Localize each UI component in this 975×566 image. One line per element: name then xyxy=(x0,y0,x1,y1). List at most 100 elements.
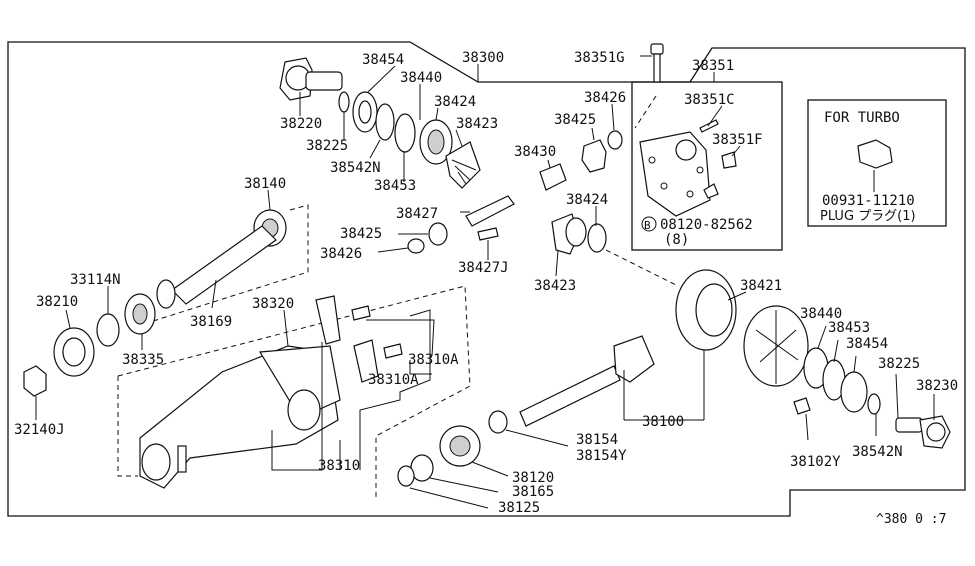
turbo-box xyxy=(807,99,947,227)
diagram-reference: ^380 0 :7 xyxy=(876,512,946,527)
label-38320: 38320 xyxy=(252,296,294,312)
group-dash-case xyxy=(117,285,471,498)
label-38140: 38140 xyxy=(244,176,286,192)
label-38100: 38100 xyxy=(642,414,684,430)
label-38125: 38125 xyxy=(498,500,540,516)
label-38427J: 38427J xyxy=(458,260,509,276)
bolt-38351G-drawing xyxy=(650,43,664,55)
shim-38453-drawing xyxy=(394,113,416,153)
label-38423-top: 38423 xyxy=(456,116,498,132)
bolt-38310A-1-drawing xyxy=(351,305,371,321)
label-38542N-top: 38542N xyxy=(330,160,381,176)
pinion-38425-top-drawing xyxy=(581,139,607,173)
washer-38125-drawing xyxy=(397,465,415,487)
carrier-case-drawing xyxy=(139,345,341,489)
seal-ring-drawing xyxy=(338,91,350,113)
ring-gear-38421-drawing xyxy=(675,269,737,351)
pinion-38425-mid-drawing xyxy=(428,222,448,246)
label-38310A-1: 38310A xyxy=(408,352,459,368)
washer-38440-drawing xyxy=(375,103,395,141)
label-38351: 38351 xyxy=(692,58,734,74)
seal-38542N-right-drawing xyxy=(867,393,881,415)
label-38154: 38154 xyxy=(576,432,618,448)
label-38454-top: 38454 xyxy=(362,52,404,68)
bolt-08120-drawing xyxy=(703,183,719,199)
label-33114N: 33114N xyxy=(70,272,121,288)
turbo-title: FOR TURBO xyxy=(824,110,900,126)
label-38230: 38230 xyxy=(916,378,958,394)
bolt-circle-badge xyxy=(641,216,657,232)
pin-38427-drawing xyxy=(465,195,515,227)
label-38225-top: 38225 xyxy=(306,138,348,154)
companion-flange-drawing xyxy=(279,57,343,101)
washer-38426-mid-drawing xyxy=(407,238,425,254)
washer-38426-top-drawing xyxy=(607,130,623,150)
stud-38351C-drawing xyxy=(699,119,719,133)
label-38310A-2: 38310A xyxy=(368,372,419,388)
label-38542N-right: 38542N xyxy=(852,444,903,460)
flange-38230-drawing xyxy=(895,415,951,449)
label-38440-right: 38440 xyxy=(800,306,842,322)
label-08120-82562: 08120-82562 xyxy=(660,217,753,233)
bracket-38310A-2-drawing xyxy=(353,339,379,383)
label-38453-top: 38453 xyxy=(374,178,416,194)
bearing-38120-drawing xyxy=(439,425,481,467)
turbo-part-label: PLUG プラグ(1) xyxy=(820,209,916,224)
label-38453-right: 38453 xyxy=(828,320,870,336)
seal-33114N-drawing xyxy=(96,313,120,347)
label-bolt-qty: (8) xyxy=(664,232,689,248)
label-38300: 38300 xyxy=(462,50,504,66)
label-38423-mid: 38423 xyxy=(534,278,576,294)
nut-32140J-drawing xyxy=(23,365,47,397)
bearing-38335-drawing xyxy=(124,293,156,335)
label-38165: 38165 xyxy=(512,484,554,500)
label-38454-right: 38454 xyxy=(846,336,888,352)
label-38310: 38310 xyxy=(318,458,360,474)
shaft-38169-drawing xyxy=(171,225,277,305)
drive-pinion-38100-drawing xyxy=(519,335,655,427)
label-38154Y: 38154Y xyxy=(576,448,627,464)
label-38426-top: 38426 xyxy=(584,90,626,106)
label-38225-right: 38225 xyxy=(878,356,920,372)
label-38430: 38430 xyxy=(514,144,556,160)
group-dash-shaft xyxy=(149,204,309,323)
diagram-frame xyxy=(7,41,966,517)
bolt-38310A-2-drawing xyxy=(383,343,403,359)
group-dash-gear xyxy=(589,241,677,286)
label-32140J: 32140J xyxy=(14,422,65,438)
label-38427: 38427 xyxy=(396,206,438,222)
diff-case-drawing xyxy=(743,305,809,387)
part-labels: 38300 38351G 38351 38351C 38351F B 08120… xyxy=(14,50,958,527)
pin-38427J-drawing xyxy=(477,227,499,241)
label-38421: 38421 xyxy=(740,278,782,294)
label-38169: 38169 xyxy=(190,314,232,330)
flange-38210-drawing xyxy=(53,327,95,377)
label-38120: 38120 xyxy=(512,470,554,486)
label-38424-mid: 38424 xyxy=(566,192,608,208)
leader-lines xyxy=(35,55,935,509)
label-bolt-circle: B xyxy=(644,219,651,232)
label-38424-top: 38424 xyxy=(434,94,476,110)
bolt-38102Y-drawing xyxy=(793,397,811,415)
turbo-part-code: 00931-11210 xyxy=(822,193,915,209)
bracket-38310A-1-drawing xyxy=(315,295,341,345)
bolt-38351G-shank xyxy=(653,53,661,83)
washer-38154-drawing xyxy=(488,410,508,434)
bearing-top-drawing xyxy=(352,91,378,133)
label-38351C: 38351C xyxy=(684,92,735,108)
shaft-38430-drawing xyxy=(539,163,567,191)
side-gear-38423-mid-drawing xyxy=(551,213,607,255)
label-38440-top: 38440 xyxy=(400,70,442,86)
turbo-plug-drawing xyxy=(857,139,893,169)
label-38335: 38335 xyxy=(122,352,164,368)
shaft-end-drawing xyxy=(156,279,176,309)
label-38351F: 38351F xyxy=(712,132,763,148)
diff-cover-drawing xyxy=(639,131,711,217)
label-38425-mid: 38425 xyxy=(340,226,382,242)
label-38210: 38210 xyxy=(36,294,78,310)
label-38351G: 38351G xyxy=(574,50,625,66)
label-38425-top: 38425 xyxy=(554,112,596,128)
label-38426-mid: 38426 xyxy=(320,246,362,262)
side-gear-38423-drawing xyxy=(445,141,481,189)
